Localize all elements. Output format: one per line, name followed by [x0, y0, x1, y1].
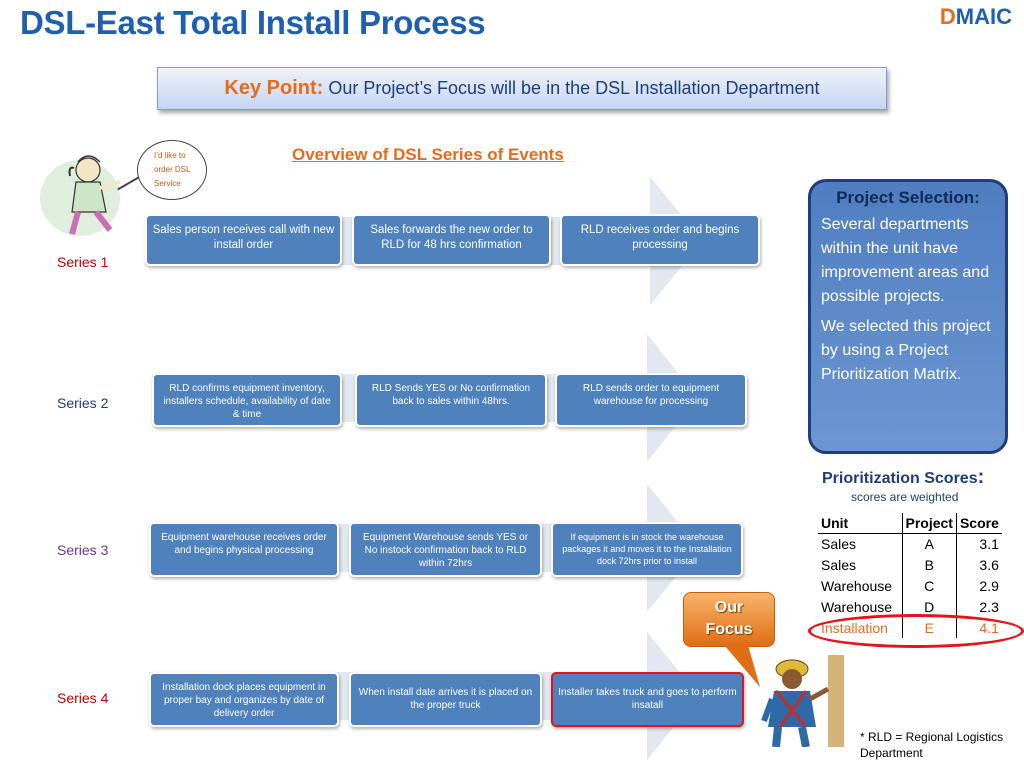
speech-bubble: I’d like to order DSL Service	[137, 140, 207, 200]
scores-header-row: Unit Project Score	[818, 513, 1002, 534]
dmaic-logo: DMAIC	[940, 4, 1012, 30]
logo-rest: MAIC	[955, 4, 1012, 29]
key-point-label: Key Point:	[224, 77, 324, 99]
series-label-2: Series 2	[57, 395, 109, 411]
table-row: Warehouse D 2.3	[818, 596, 1002, 617]
series-label-4: Series 4	[57, 690, 109, 706]
table-row: Sales B 3.6	[818, 554, 1002, 575]
project-selection-text-1: Several departments within the unit have…	[821, 216, 990, 305]
table-row: Sales A 3.1	[818, 533, 1002, 554]
series-4-step-2: When install date arrives it is placed o…	[349, 672, 542, 727]
key-point-text: Our Project’s Focus will be in the DSL I…	[328, 78, 820, 98]
callout-line: Our	[714, 599, 744, 616]
row-unit: Sales	[821, 535, 857, 552]
series-1-step-3: RLD receives order and begins processing	[560, 214, 760, 266]
series-3-step-1: Equipment warehouse receives order and b…	[149, 522, 339, 577]
speech-bubble-line: I’d like to	[154, 151, 186, 160]
highlight-ring	[808, 614, 1024, 648]
project-selection-title: Project Selection:	[836, 188, 980, 207]
table-row: Warehouse C 2.9	[818, 575, 1002, 596]
series-4-step-1: Installation dock places equipment in pr…	[149, 672, 339, 727]
series-1-step-2: Sales forwards the new order to RLD for …	[352, 214, 551, 266]
row-score: 3.1	[979, 535, 999, 552]
row-project: A	[901, 533, 957, 554]
scores-title-colon: :	[977, 466, 985, 488]
rld-footnote: * RLD = Regional Logistics Department	[860, 730, 1004, 760]
overview-title: Overview of DSL Series of Events	[292, 145, 564, 164]
series-3-step-2: Equipment Warehouse sends YES or No inst…	[349, 522, 542, 577]
series-label-1: Series 1	[57, 254, 109, 270]
row-score: 2.9	[979, 577, 999, 594]
callout-line: Focus	[705, 621, 753, 638]
logo-d: D	[939, 4, 956, 29]
series-2-step-3: RLD sends order to equipment warehouse f…	[555, 373, 747, 427]
row-unit: Warehouse	[821, 598, 893, 615]
row-project: C	[901, 575, 957, 596]
row-unit: Sales	[821, 556, 857, 573]
caller-person-icon	[40, 155, 121, 236]
callout-tail	[724, 645, 760, 687]
project-selection-text-2: We selected this project by using a Proj…	[821, 318, 991, 383]
header-project: Project	[901, 513, 957, 534]
series-2-step-1: RLD confirms equipment inventory, instal…	[152, 373, 342, 427]
speech-bubble-line: order DSL	[154, 165, 191, 174]
header-score: Score	[956, 513, 1002, 534]
page-title: DSL-East Total Install Process	[20, 4, 486, 41]
series-label-3: Series 3	[57, 542, 109, 558]
installer-worker-icon	[761, 655, 844, 747]
header-unit: Unit	[818, 513, 902, 534]
series-2-step-2: RLD Sends YES or No confirmation back to…	[355, 373, 547, 427]
project-selection-panel: Project Selection: Several departments w…	[808, 179, 1008, 454]
series-4-step-3-focus: Installer takes truck and goes to perfor…	[551, 672, 744, 727]
scores-title: Prioritization Scores:	[822, 466, 984, 489]
row-project: B	[901, 554, 957, 575]
row-unit: Warehouse	[821, 577, 893, 594]
row-project: D	[901, 596, 957, 617]
row-score: 2.3	[979, 598, 999, 615]
scores-title-text: Prioritization Scores	[822, 470, 978, 487]
series-3-step-3: If equipment is in stock the warehouse p…	[551, 522, 743, 577]
row-score: 3.6	[979, 556, 999, 573]
our-focus-callout: Our Focus	[683, 592, 775, 647]
speech-bubble-line: Service	[154, 179, 181, 188]
scores-subtitle: scores are weighted	[851, 490, 959, 504]
key-point-box: Key Point: Our Project’s Focus will be i…	[157, 67, 887, 110]
series-1-step-1: Sales person receives call with new inst…	[145, 214, 342, 266]
